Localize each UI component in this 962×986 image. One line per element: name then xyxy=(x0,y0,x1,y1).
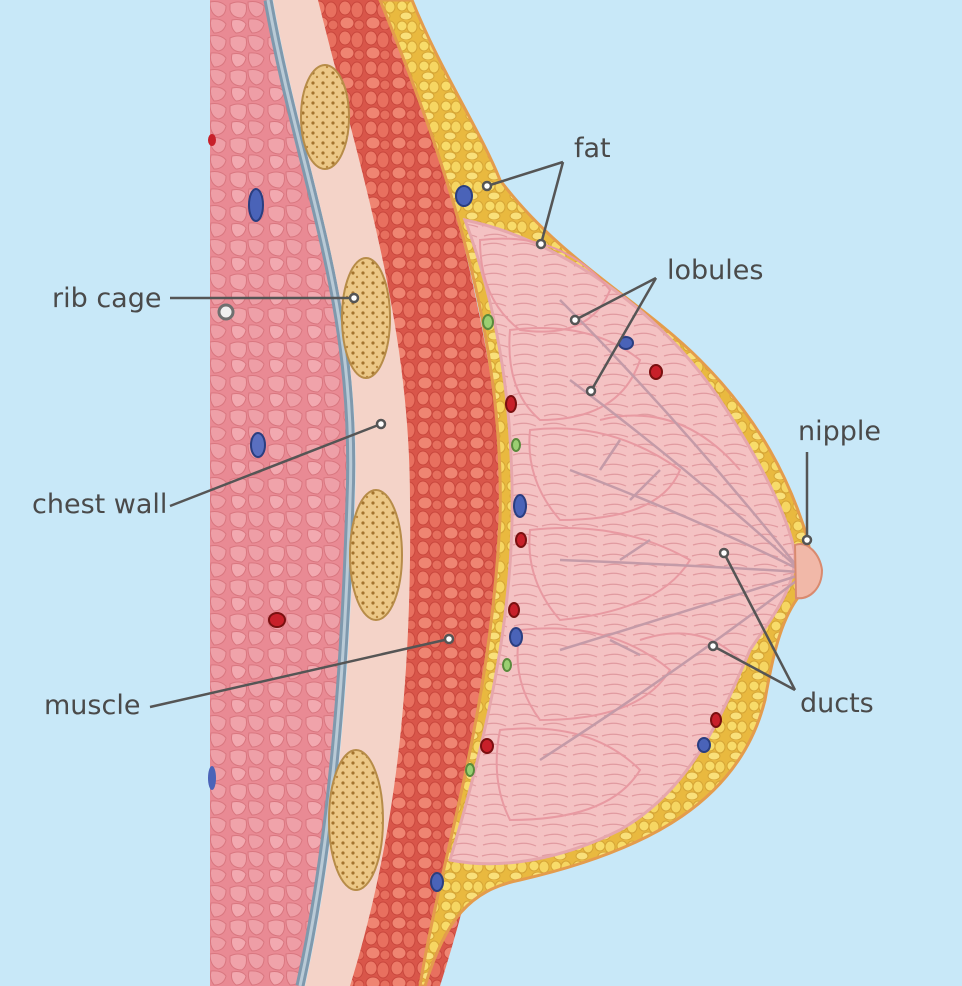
label-chest-wall: chest wall xyxy=(32,491,167,518)
rib-1 xyxy=(301,65,349,169)
label-lobules: lobules xyxy=(667,257,763,284)
label-muscle: muscle xyxy=(44,692,140,719)
label-ducts: ducts xyxy=(800,690,874,717)
nipple-shape xyxy=(795,544,822,598)
leader-fat-2 xyxy=(541,162,563,244)
rib-3 xyxy=(350,490,402,620)
label-nipple: nipple xyxy=(798,418,881,445)
rib-4 xyxy=(329,750,383,890)
label-fat: fat xyxy=(574,135,611,162)
rib-2 xyxy=(342,258,390,378)
label-rib-cage: rib cage xyxy=(52,285,161,312)
